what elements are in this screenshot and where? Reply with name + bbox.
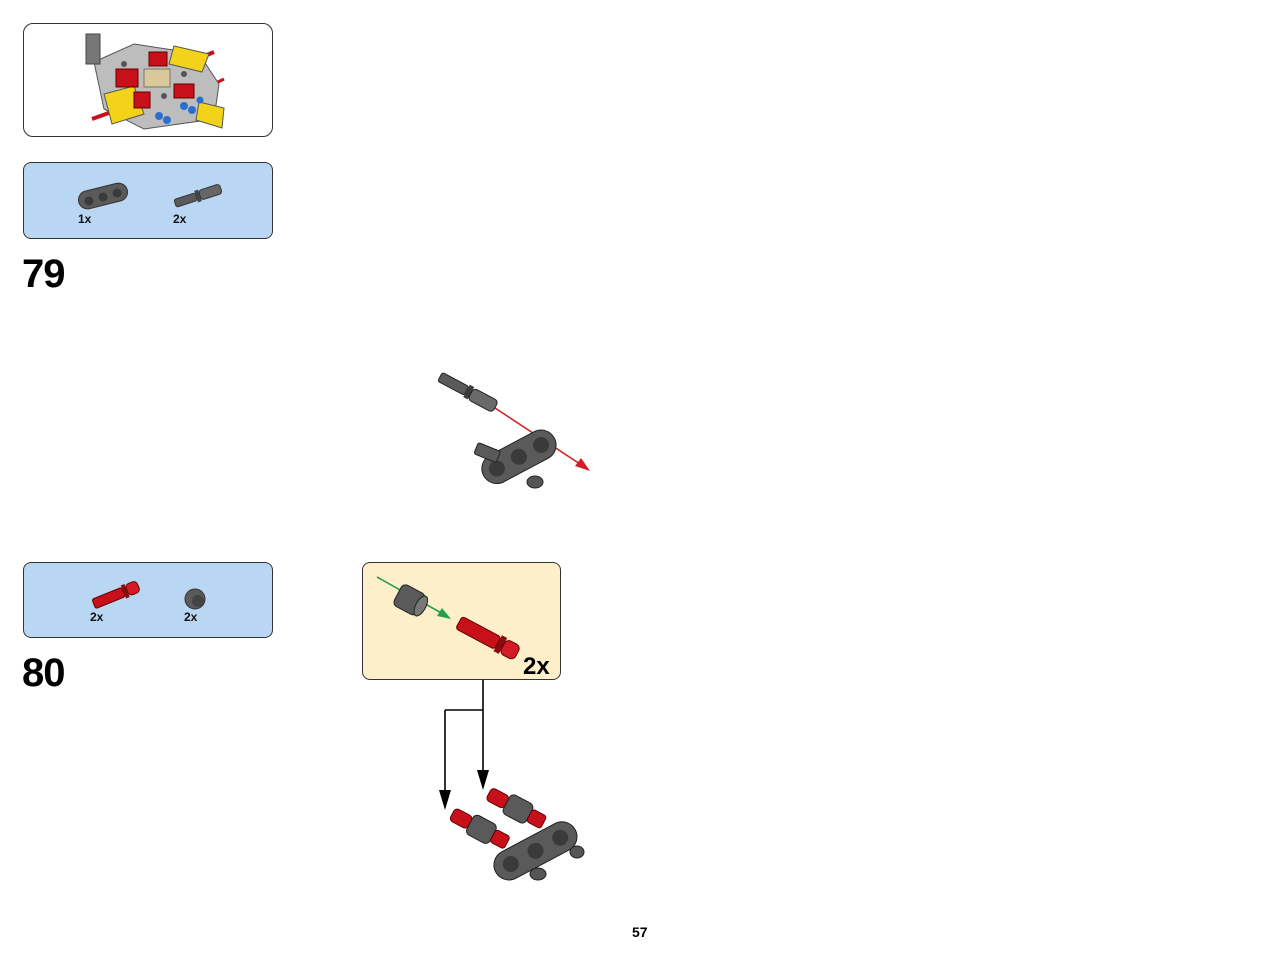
- model-preview-box: [23, 23, 273, 137]
- subassembly-image: [376, 576, 520, 660]
- step-80-assembly-image: [449, 788, 585, 881]
- part-qty: 1x: [78, 212, 92, 226]
- beam-3-dark-grey-icon: [77, 182, 129, 210]
- axle-pin-dark-grey-icon: [173, 184, 223, 208]
- callout-arrows: [439, 680, 489, 810]
- bush-dark-grey-icon: [184, 588, 206, 610]
- parts-list-step-79: 1x 2x: [23, 162, 273, 239]
- model-preview-image: [85, 33, 225, 130]
- step-number-79: 79: [22, 252, 65, 296]
- part-qty: 2x: [184, 610, 198, 624]
- step-number-80: 80: [22, 651, 65, 695]
- parts-list-step-80: 2x 2x: [23, 562, 273, 638]
- part-qty: 2x: [173, 212, 187, 226]
- step-79-assembly-image: [437, 372, 590, 489]
- friction-pin-red-icon: [91, 581, 140, 609]
- page-number: 57: [632, 924, 648, 940]
- subassembly-callout: 2x: [362, 562, 561, 680]
- subassembly-multiplier: 2x: [523, 653, 550, 680]
- part-qty: 2x: [90, 610, 104, 624]
